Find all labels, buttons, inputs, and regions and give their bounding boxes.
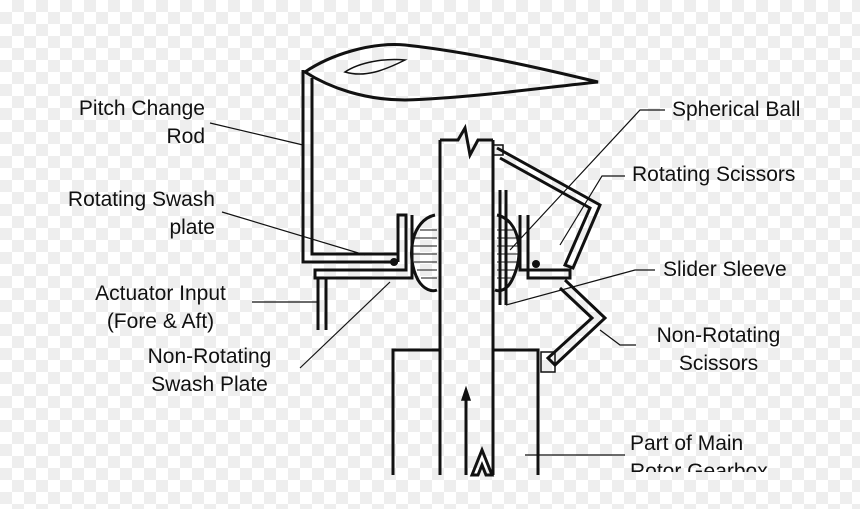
rotating-swash-plate-right: [518, 215, 572, 280]
non-rotating-scissors: [545, 278, 608, 368]
non-rotating-swash-plate-left: [316, 278, 328, 330]
leader-rotating-swash-plate: [221, 211, 366, 256]
label-rotating-scissors: Rotating Scissors: [632, 163, 796, 186]
label-non-rotating-scissors: Non-Rotating Scissors: [656, 324, 781, 375]
rotor-mast: [438, 123, 495, 475]
label-main-rotor-gearbox: Part of Main Rotor Gearbox: [630, 432, 768, 472]
gearbox-housing: [391, 348, 540, 475]
label-pitch-change-rod: Pitch Change Rod: [78, 97, 205, 148]
spherical-ball-left: [410, 213, 438, 293]
label-slider-sleeve: Slider Sleeve: [663, 258, 787, 281]
slider-sleeve: [498, 190, 508, 305]
label-non-rotating-swash-plate: Non-Rotating Swash Plate: [147, 345, 272, 396]
pivot-left: [390, 258, 398, 266]
label-actuator-input: Actuator Input (Fore & Aft): [95, 282, 226, 333]
scissors-hub: [492, 144, 504, 156]
leader-non-rotating-swash-plate: [299, 281, 391, 369]
gearbox-arrow: [464, 390, 495, 477]
label-rotating-swash-plate: Rotating Swash plate: [67, 188, 215, 239]
leader-rotating-scissors: [559, 175, 625, 246]
scissors-mount: [540, 351, 556, 373]
leader-pitch-change-rod: [209, 122, 304, 146]
leader-slider-sleeve: [505, 269, 655, 306]
rotor-blade-inner: [343, 58, 408, 75]
rotating-swash-plate-left: [313, 213, 414, 280]
pivot-right: [532, 260, 540, 268]
spherical-ball-hatching: [413, 229, 520, 279]
gearbox-arrowhead: [460, 385, 472, 401]
pitch-change-rod: [301, 70, 398, 264]
label-spherical-ball: Spherical Ball: [672, 98, 801, 121]
rotor-blade: [302, 43, 599, 102]
leader-spherical-ball: [509, 109, 665, 251]
rotating-scissors: [496, 146, 602, 270]
leader-non-rotating-scissors: [599, 329, 636, 346]
